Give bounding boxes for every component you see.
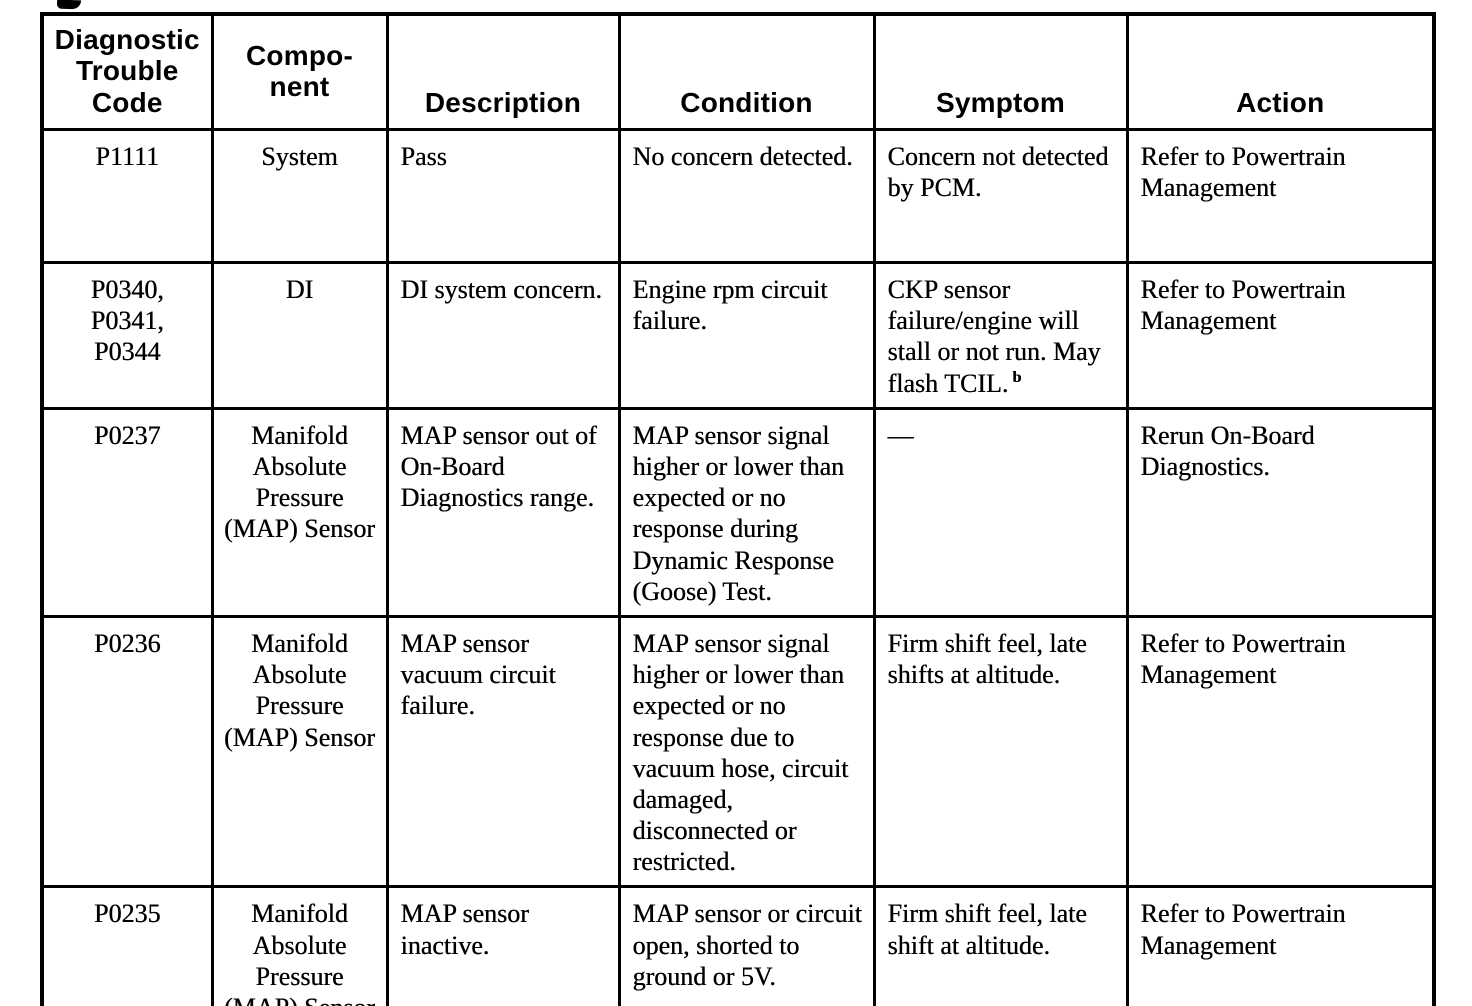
cell-component: DI — [210, 261, 389, 410]
cell-symptom: Concern not detected by PCM. — [872, 128, 1129, 265]
cell-action: Refer to Powertrain Management — [1125, 614, 1436, 889]
cell-symptom: CKP sensor failure/engine will stall or … — [872, 261, 1129, 410]
table-row: P1111 System Pass No concern detected. C… — [40, 128, 1436, 265]
cell-symptom: — — [872, 406, 1129, 618]
symptom-text: — — [887, 420, 914, 450]
cell-description: MAP sensor vacuum circuit failure. — [385, 614, 621, 889]
column-header-symptom: Symptom — [872, 12, 1129, 132]
cell-symptom: Firm shift feel, late shifts at altitude… — [872, 614, 1129, 889]
cell-action: Refer to Powertrain Management — [1125, 885, 1436, 1006]
symptom-text: Firm shift feel, late shift at altitude. — [887, 899, 1087, 960]
cell-description: Pass — [385, 128, 621, 265]
table-row: P0237 Manifold Absolute Pressure (MAP) S… — [40, 406, 1436, 618]
cell-action: Refer to Powertrain Management — [1125, 261, 1436, 410]
column-header-action: Action — [1125, 12, 1436, 132]
cell-condition: No concern detected. — [617, 128, 876, 265]
cell-description: DI system concern. — [385, 261, 621, 410]
cell-condition: MAP sensor signal higher or lower than e… — [617, 614, 876, 889]
cell-component: Manifold Absolute Pressure (MAP) Sensor — [210, 885, 389, 1006]
column-header-description: Description — [385, 12, 621, 132]
cell-description: MAP sensor inactive. — [385, 885, 621, 1006]
cell-condition: Engine rpm circuit failure. — [617, 261, 876, 410]
symptom-text: CKP sensor failure/engine will stall or … — [887, 275, 1101, 398]
cell-component: System — [210, 128, 389, 265]
cell-component: Manifold Absolute Pressure (MAP) Sensor — [210, 406, 389, 618]
cropped-letter-fragment — [56, 0, 82, 10]
symptom-text: Firm shift feel, late shifts at altitude… — [887, 628, 1087, 690]
symptom-text: Concern not detected by PCM. — [887, 142, 1109, 203]
cell-trouble-code: P0237 — [40, 406, 214, 618]
cell-trouble-code: P0340, P0341, P0344 — [40, 261, 214, 410]
table-row: P0340, P0341, P0344 DI DI system concern… — [40, 261, 1436, 410]
cell-trouble-code: P0236 — [40, 614, 214, 889]
table-row: P0236 Manifold Absolute Pressure (MAP) S… — [40, 614, 1436, 889]
cell-condition: MAP sensor or circuit open, shorted to g… — [617, 885, 876, 1006]
diagnostic-trouble-code-table: Diagnostic Trouble Code Compo- nent Desc… — [40, 12, 1436, 1006]
cell-condition: MAP sensor signal higher or lower than e… — [617, 406, 876, 618]
column-header-condition: Condition — [617, 12, 876, 132]
column-header-diagnostic-trouble-code: Diagnostic Trouble Code — [40, 12, 214, 132]
cell-trouble-code: P0235 — [40, 885, 214, 1006]
column-header-component: Compo- nent — [210, 12, 389, 132]
cell-trouble-code: P1111 — [40, 128, 214, 265]
cell-action: Refer to Powertrain Management — [1125, 128, 1436, 265]
table-header-row: Diagnostic Trouble Code Compo- nent Desc… — [40, 12, 1436, 132]
cell-action: Rerun On-Board Diagnostics. — [1125, 406, 1436, 618]
cell-symptom: Firm shift feel, late shift at altitude. — [872, 885, 1129, 1006]
cell-component: Manifold Absolute Pressure (MAP) Sensor — [210, 614, 389, 889]
table-row: P0235 Manifold Absolute Pressure (MAP) S… — [40, 885, 1436, 1006]
footnote-marker: b — [1012, 368, 1022, 386]
cell-description: MAP sensor out of On-Board Diagnostics r… — [385, 406, 621, 618]
